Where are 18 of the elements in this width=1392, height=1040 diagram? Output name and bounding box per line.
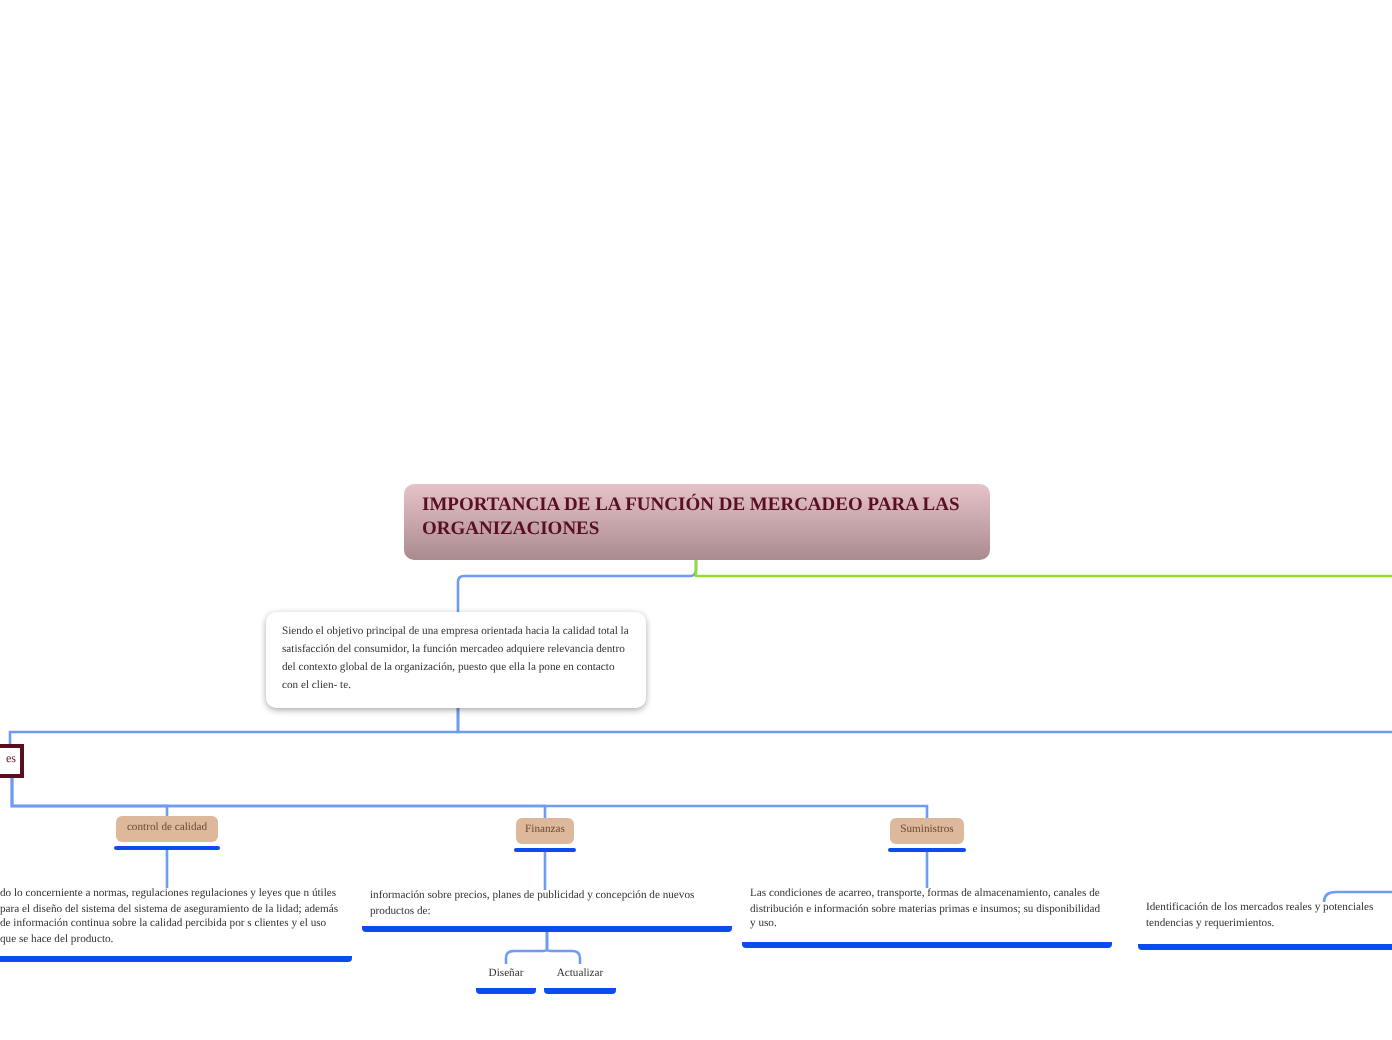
connector-line — [545, 930, 582, 966]
node-text: IMPORTANCIA DE LA FUNCIÓN DE MERCADEO PARA LAS ORGANIZACIONES — [422, 494, 962, 542]
connector-line — [925, 852, 929, 888]
topic-box — [0, 744, 24, 778]
title-box — [404, 484, 990, 560]
text-node — [1138, 902, 1392, 950]
note-card — [266, 612, 646, 708]
text-node — [362, 890, 732, 932]
text-node — [544, 964, 616, 994]
connector-line — [1322, 890, 1392, 903]
connector-line — [456, 704, 1392, 734]
text-node — [742, 888, 1112, 948]
connector-line — [165, 850, 169, 888]
connector-line — [543, 852, 547, 890]
text-node — [476, 964, 536, 994]
connector-line — [694, 560, 1392, 578]
text-node — [0, 888, 352, 962]
connector-line — [10, 778, 929, 818]
